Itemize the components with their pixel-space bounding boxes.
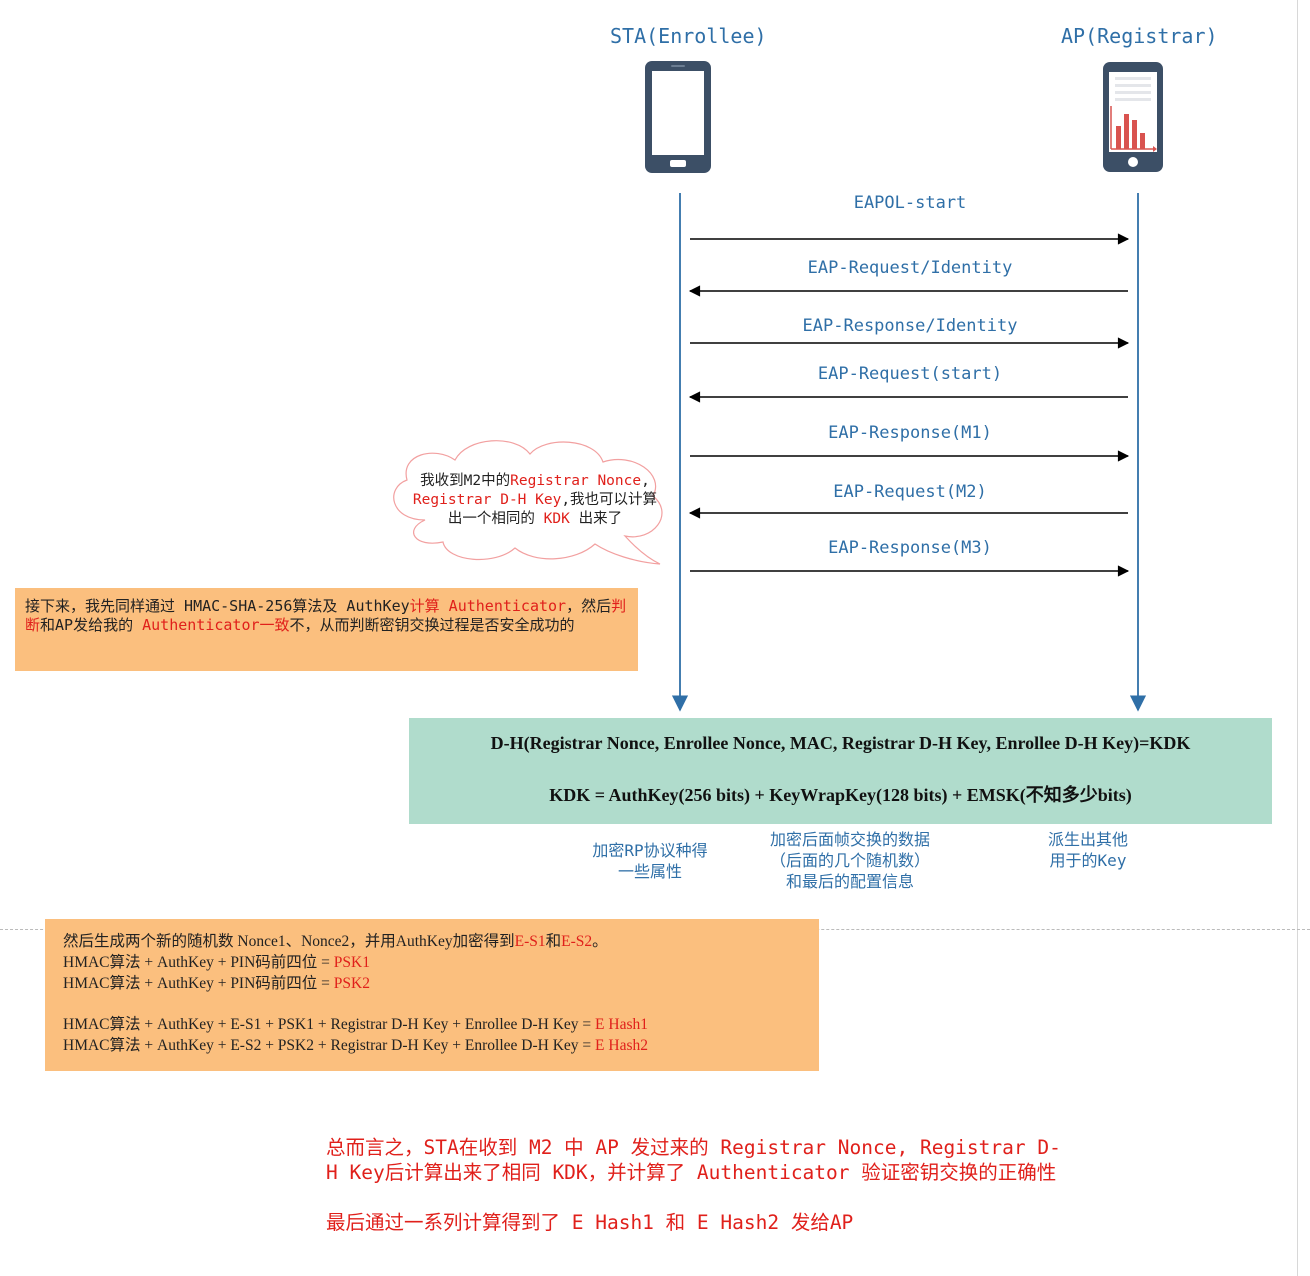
ehash2-label: E Hash2	[595, 1037, 648, 1054]
note2-text: HMAC算法 + AuthKey + PIN码前四位 =	[63, 954, 334, 971]
emsk-description: 派生出其他 用于的Key	[1018, 829, 1158, 871]
es1-label: E-S1	[514, 933, 546, 950]
summary-text: 总而言之，STA在收到 M2 中 AP 发过来的 Registrar Nonce…	[326, 1135, 1066, 1235]
emsk-desc-line: 派生出其他	[1047, 830, 1128, 849]
message-label: EAP-Request(start)	[817, 364, 1003, 384]
authkey-description: 加密RP协议种得 一些属性	[570, 840, 730, 882]
note2-line-4: HMAC算法 + AuthKey + E-S1 + PSK1 + Registr…	[63, 1014, 801, 1035]
summary-paragraph-1: 总而言之，STA在收到 M2 中 AP 发过来的 Registrar Nonce…	[326, 1136, 1061, 1184]
authenticator-note: 接下来，我先同样通过 HMAC-SHA-256算法及 AuthKey计算 Aut…	[15, 588, 638, 671]
kdk-box: D-H(Registrar Nonce, Enrollee Nonce, MAC…	[409, 718, 1272, 824]
note2-line-1: 然后生成两个新的随机数 Nonce1、Nonce2，并用AuthKey加密得到E…	[63, 931, 801, 952]
note1-text-1: 接下来，我先同样通过 HMAC-SHA-256算法及 AuthKey	[25, 597, 410, 615]
note2-text: 然后生成两个新的随机数 Nonce1、Nonce2，并用AuthKey加密得到	[63, 933, 515, 950]
psk2-label: PSK2	[333, 975, 370, 992]
note1-text-2: ，然后	[566, 597, 612, 615]
phone-chart-icon	[1103, 62, 1163, 172]
message-label: EAP-Response(M3)	[828, 538, 992, 558]
authkey-desc-line: 加密RP协议种得	[592, 841, 708, 860]
cloud-kdk: KDK	[543, 511, 570, 527]
note2-spacer	[63, 994, 801, 1014]
keywrap-desc-line: （后面的几个随机数）	[769, 851, 930, 870]
note2-line-5: HMAC算法 + AuthKey + E-S2 + PSK2 + Registr…	[63, 1035, 801, 1056]
note1-text-4: 不，从而判断密钥交换过程是否安全成功的	[289, 616, 575, 634]
cloud-text-2: ,	[641, 473, 650, 489]
actor-sta-label: STA(Enrollee)	[610, 24, 767, 48]
thought-cloud	[393, 440, 663, 565]
note1-judge: 判断	[25, 597, 627, 634]
cloud-registrar-nonce: Registrar Nonce	[510, 473, 642, 489]
cloud-registrar-dh-key: Registrar D-H Key	[412, 492, 562, 508]
smartphone-icon	[645, 61, 711, 173]
note2-line-3: HMAC算法 + AuthKey + PIN码前四位 = PSK2	[63, 973, 801, 994]
kdk-composition: KDK = AuthKey(256 bits) + KeyWrapKey(128…	[549, 785, 1132, 805]
note2-text: 和	[545, 933, 562, 950]
cloud-text-4: 出一个相同的	[447, 511, 544, 527]
message-label: EAP-Response(M1)	[828, 423, 992, 443]
note1-calc-authenticator: 计算 Authenticator	[409, 597, 567, 615]
cloud-text-1: 我收到M2中的	[420, 473, 511, 489]
note1-text-3: 和AP发给我的	[40, 616, 143, 634]
summary-spacer	[326, 1185, 1066, 1210]
psk1-label: PSK1	[333, 954, 370, 971]
keywrapkey-description: 加密后面帧交换的数据 （后面的几个随机数） 和最后的配置信息	[745, 829, 955, 892]
note2-text: HMAC算法 + AuthKey + PIN码前四位 =	[63, 975, 334, 992]
sequence-diagram	[671, 193, 1147, 712]
cloud-text-5: 出来了	[569, 511, 623, 527]
es2-label: E-S2	[561, 933, 593, 950]
cloud-text: 我收到M2中的Registrar Nonce, Registrar D-H Ke…	[390, 472, 680, 529]
authkey-desc-line: 一些属性	[617, 862, 682, 881]
emsk-desc-line: 用于的Key	[1049, 851, 1127, 870]
keywrap-desc-line: 加密后面帧交换的数据	[769, 830, 930, 849]
ehash1-label: E Hash1	[595, 1016, 648, 1033]
note2-text: 。	[592, 933, 608, 950]
note2-line-2: HMAC算法 + AuthKey + PIN码前四位 = PSK1	[63, 952, 801, 973]
message-label: EAP-Request/Identity	[807, 258, 1013, 278]
actor-ap-label: AP(Registrar)	[1061, 24, 1218, 48]
hash-computation-note: 然后生成两个新的随机数 Nonce1、Nonce2，并用AuthKey加密得到E…	[45, 919, 819, 1071]
message-label: EAP-Request(M2)	[833, 482, 987, 502]
summary-paragraph-2: 最后通过一系列计算得到了 E Hash1 和 E Hash2 发给AP	[326, 1211, 854, 1234]
cloud-text-3: ,我也可以计算	[561, 492, 658, 508]
keywrap-desc-line: 和最后的配置信息	[785, 872, 914, 891]
note1-authenticator-match: Authenticator一致	[142, 616, 290, 634]
note2-text: HMAC算法 + AuthKey + E-S1 + PSK1 + Registr…	[63, 1016, 596, 1033]
note2-text: HMAC算法 + AuthKey + E-S2 + PSK2 + Registr…	[63, 1037, 596, 1054]
page-edge-line	[1297, 0, 1298, 1276]
kdk-formula: D-H(Registrar Nonce, Enrollee Nonce, MAC…	[490, 733, 1191, 753]
message-label: EAPOL-start	[853, 193, 967, 213]
message-label: EAP-Response/Identity	[802, 316, 1018, 336]
